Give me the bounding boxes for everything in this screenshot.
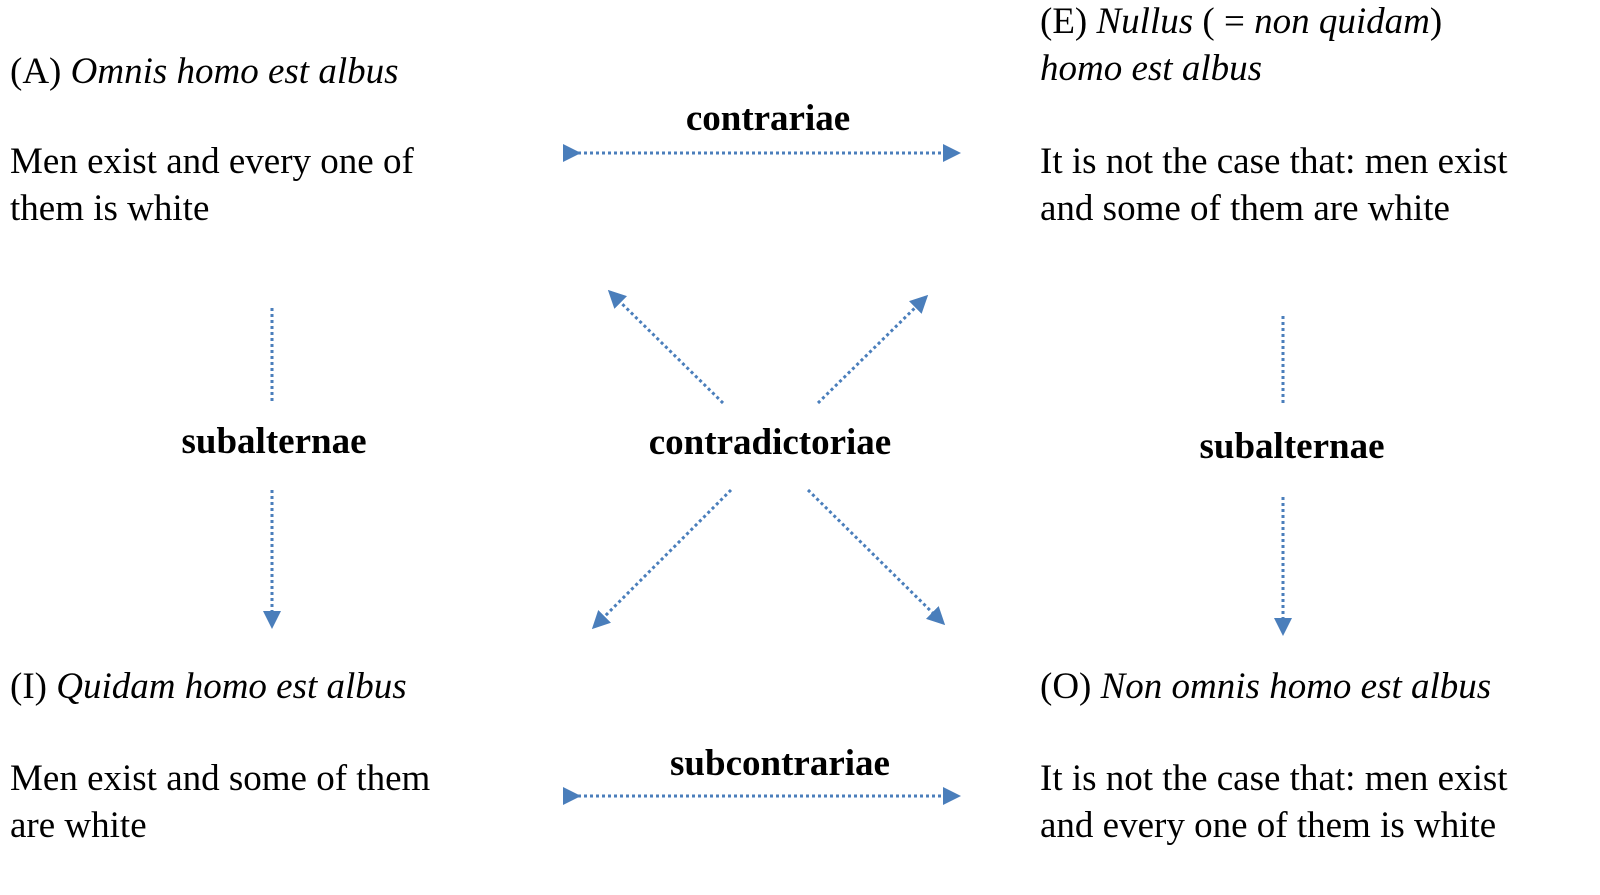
- proposition-A-latin-text: Omnis homo est albus: [70, 51, 399, 92]
- proposition-I-gloss: Men exist and some of them are white: [10, 755, 430, 849]
- proposition-E-gloss: It is not the case that: men exist and s…: [1040, 138, 1508, 232]
- proposition-E-paren: ( =: [1202, 1, 1255, 42]
- proposition-E-latin-line2: homo est albus: [1040, 48, 1262, 89]
- gloss-line: Men exist and every one of: [10, 141, 414, 182]
- gloss-line: It is not the case that: men exist: [1040, 758, 1508, 799]
- proposition-A-tag: (A): [10, 51, 62, 92]
- contradictoriae-arrow-to-A: [607, 289, 725, 405]
- label-contradictoriae: contradictoriae: [648, 422, 892, 463]
- gloss-line: Men exist and some of them: [10, 758, 431, 799]
- proposition-E-paren-close: ): [1429, 1, 1443, 42]
- proposition-A-gloss: Men exist and every one of them is white: [10, 138, 414, 232]
- proposition-A-latin: (A) Omnis homo est albus: [10, 48, 399, 95]
- proposition-E-latin: (E) Nullus ( = non quidam) homo est albu…: [1040, 0, 1442, 92]
- proposition-O-latin: (O) Non omnis homo est albus: [1040, 663, 1491, 710]
- proposition-E-latin-alt: non quidam: [1254, 1, 1430, 42]
- proposition-E-tag: (E): [1040, 1, 1088, 42]
- proposition-O-tag: (O): [1040, 666, 1092, 707]
- gloss-line: are white: [10, 805, 147, 846]
- gloss-line: them is white: [10, 188, 210, 229]
- proposition-I-tag: (I): [10, 666, 47, 707]
- proposition-I-latin: (I) Quidam homo est albus: [10, 663, 407, 710]
- proposition-E-latin-text: Nullus: [1096, 1, 1194, 42]
- proposition-O-gloss: It is not the case that: men exist and e…: [1040, 755, 1508, 849]
- contradictoriae-arrow-to-E: [816, 294, 929, 405]
- label-subalternae-right: subalternae: [1199, 426, 1385, 467]
- proposition-I-latin-text: Quidam homo est albus: [56, 666, 407, 707]
- proposition-O-latin-text: Non omnis homo est albus: [1100, 666, 1492, 707]
- label-subalternae-left: subalternae: [181, 421, 367, 462]
- gloss-line: and some of them are white: [1040, 188, 1450, 229]
- gloss-line: and every one of them is white: [1040, 805, 1497, 846]
- contradictoriae-arrow-to-I: [591, 488, 733, 630]
- label-subcontrariae: subcontrariae: [670, 743, 890, 784]
- contradictoriae-arrow-to-O: [806, 488, 946, 626]
- label-contrariae: contrariae: [685, 98, 851, 139]
- gloss-line: It is not the case that: men exist: [1040, 141, 1508, 182]
